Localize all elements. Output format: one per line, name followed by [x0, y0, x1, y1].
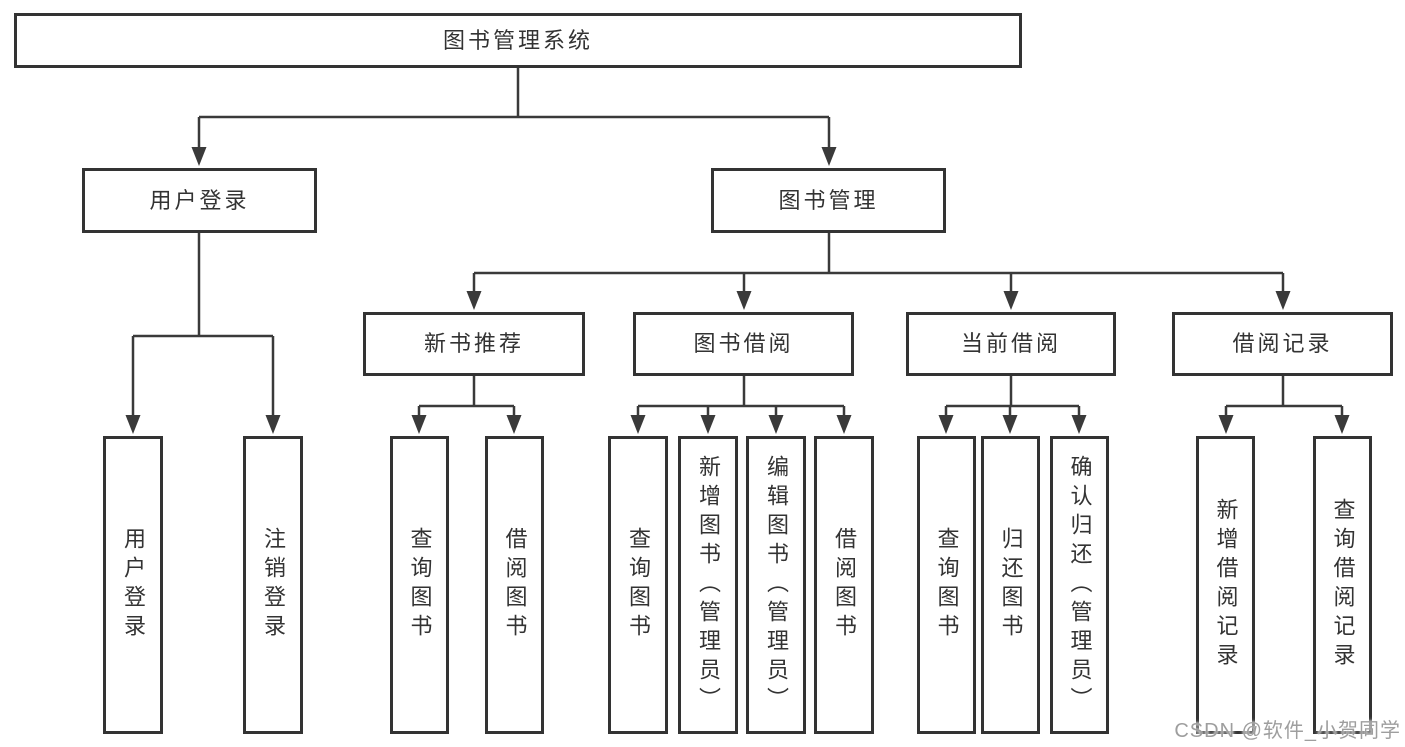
- arrow-down-icon: [1218, 415, 1234, 434]
- node-new-book-recommend: 新书推荐: [363, 312, 585, 376]
- arrow-down-icon: [1002, 415, 1018, 434]
- arrow-down-icon: [191, 147, 207, 166]
- leaf-query-books: 查询图书: [608, 436, 668, 734]
- leaf-return-books: 归还图书: [981, 436, 1040, 734]
- node-borrow-records: 借阅记录: [1172, 312, 1393, 376]
- connector-user-login: [131, 233, 275, 416]
- leaf-query-borrow-record: 查询借阅记录: [1313, 436, 1372, 734]
- node-book-management: 图书管理: [711, 168, 946, 233]
- connector-book-borrow: [636, 376, 846, 416]
- arrow-down-icon: [630, 415, 646, 434]
- arrow-down-icon: [736, 291, 752, 310]
- node-root-library-system: 图书管理系统: [14, 13, 1022, 68]
- connector-new-book-recommend: [417, 376, 516, 416]
- connector-borrow-records: [1224, 376, 1344, 416]
- arrow-down-icon: [466, 291, 482, 310]
- leaf-add-books-admin: 新增图书（管理员）: [678, 436, 738, 734]
- arrow-down-icon: [506, 415, 522, 434]
- arrow-down-icon: [938, 415, 954, 434]
- leaf-query-books: 查询图书: [390, 436, 449, 734]
- arrow-down-icon: [1275, 291, 1291, 310]
- arrow-down-icon: [768, 415, 784, 434]
- leaf-borrow-books: 借阅图书: [814, 436, 874, 734]
- leaf-query-books: 查询图书: [917, 436, 976, 734]
- node-current-borrow: 当前借阅: [906, 312, 1116, 376]
- arrow-down-icon: [1071, 415, 1087, 434]
- connector-current-borrow: [944, 376, 1081, 416]
- arrow-down-icon: [1334, 415, 1350, 434]
- arrow-down-icon: [700, 415, 716, 434]
- arrow-down-icon: [125, 415, 141, 434]
- leaf-user-login: 用户登录: [103, 436, 163, 734]
- csdn-watermark: CSDN @软件_小贺同学: [1174, 720, 1401, 742]
- arrow-down-icon: [411, 415, 427, 434]
- node-user-login: 用户登录: [82, 168, 317, 233]
- arrow-down-icon: [265, 415, 281, 434]
- leaf-logout: 注销登录: [243, 436, 303, 734]
- leaf-edit-books-admin: 编辑图书（管理员）: [746, 436, 806, 734]
- connector-root: [197, 68, 831, 150]
- leaf-confirm-return-admin: 确认归还（管理员）: [1050, 436, 1109, 734]
- leaf-borrow-books: 借阅图书: [485, 436, 544, 734]
- connector-book-management: [472, 233, 1285, 293]
- arrow-down-icon: [836, 415, 852, 434]
- leaf-add-borrow-record: 新增借阅记录: [1196, 436, 1255, 734]
- arrow-down-icon: [1003, 291, 1019, 310]
- arrow-down-icon: [821, 147, 837, 166]
- node-book-borrow: 图书借阅: [633, 312, 854, 376]
